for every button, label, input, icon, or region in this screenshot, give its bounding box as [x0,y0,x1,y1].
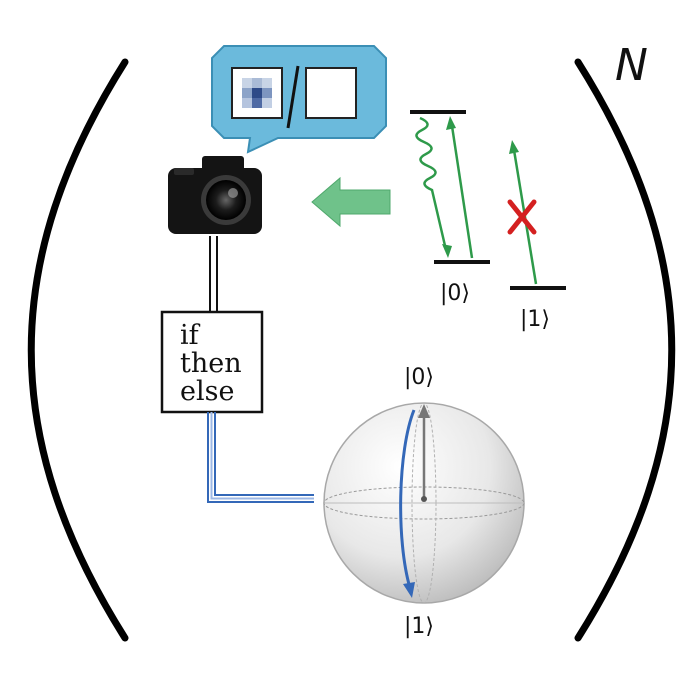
feedback-wire [207,412,314,503]
fluorescence-wave [415,116,448,251]
conditional-logic-box: if then else [160,310,264,414]
slash-separator [286,65,300,129]
rotation-arc [399,409,416,589]
pixel-image-icon [231,67,283,119]
ket-one-label: |1⟩ [520,307,550,332]
logic-then: then [180,348,242,379]
left-parenthesis [27,58,129,642]
bloch-top-label: |0⟩ [404,365,434,390]
camera-icon [168,156,262,234]
logic-else: else [180,376,234,407]
speech-bubble-icon [211,45,387,154]
blank-image-icon [305,67,357,119]
excitation-arrow [450,125,474,259]
block-arrow-icon [311,176,391,228]
repetition-exponent: N [615,40,648,91]
energy-level-diagram: |0⟩ |1⟩ [410,110,566,332]
bloch-sphere-icon: |0⟩ |1⟩ [323,365,525,639]
ket-zero-label: |0⟩ [440,281,470,306]
right-parenthesis [574,58,676,642]
classical-wire [209,236,218,312]
bloch-bottom-label: |1⟩ [404,614,434,639]
x-mark-icon [507,199,537,235]
logic-if: if [180,320,201,351]
